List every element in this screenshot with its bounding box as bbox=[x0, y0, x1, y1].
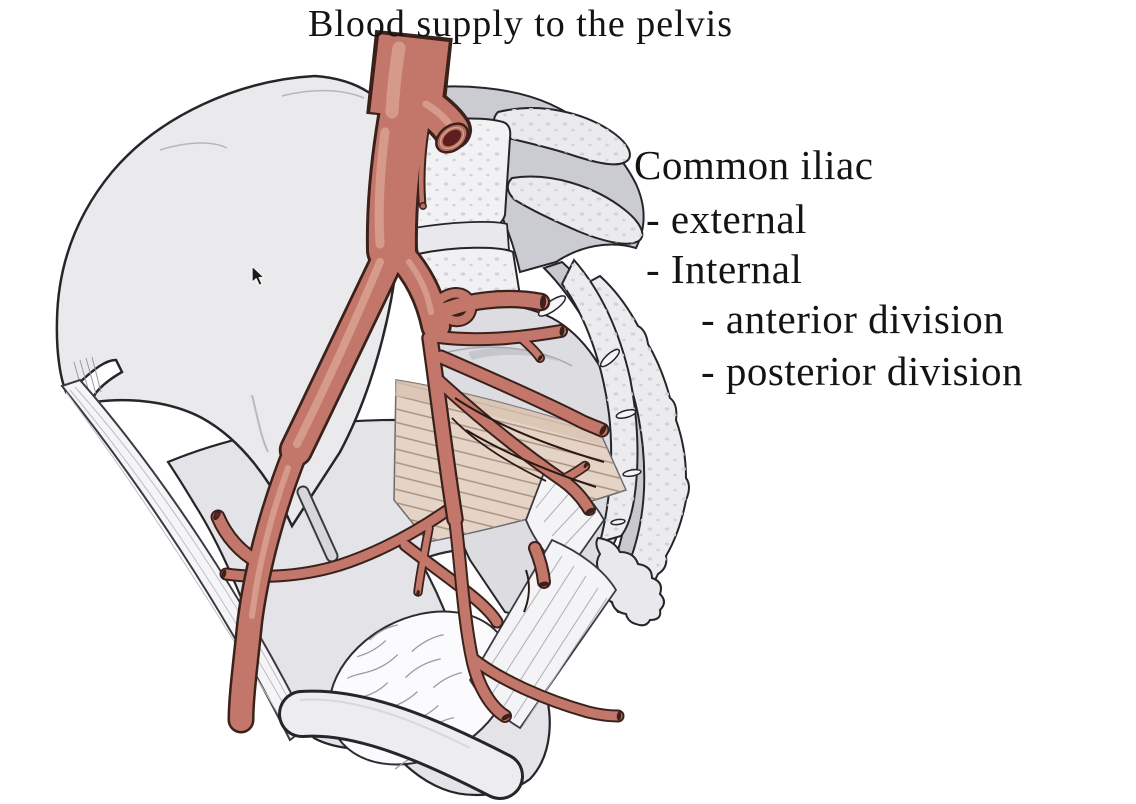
deep-circumflex-stub bbox=[212, 511, 264, 568]
superior-gluteal-artery bbox=[429, 292, 548, 321]
lateral-sacral-artery bbox=[434, 326, 566, 345]
annotation-common-iliac: Common iliac bbox=[634, 142, 874, 188]
cut-vessel-lumen bbox=[419, 122, 469, 210]
nerve-branches bbox=[451, 397, 605, 613]
cut-branch-stub bbox=[530, 543, 549, 587]
annotation-anterior-division: - anterior division bbox=[701, 296, 1005, 342]
annotation-external: - external bbox=[646, 196, 807, 242]
internal-pudendal-artery bbox=[467, 653, 623, 721]
common-iliac-artery bbox=[368, 89, 427, 273]
anterior-division-branch bbox=[434, 376, 594, 514]
posterior-division-branch bbox=[435, 351, 608, 436]
artery-highlights bbox=[249, 41, 453, 619]
annotation-posterior-division: - posterior division bbox=[701, 348, 1024, 394]
stub-lumen bbox=[215, 512, 219, 518]
psoas-tendon-stub bbox=[296, 485, 339, 563]
cut-vessel-caps bbox=[213, 295, 622, 721]
arteries bbox=[210, 29, 625, 734]
annotation-internal: - Internal bbox=[646, 246, 803, 292]
ischiopubic-ramus-bone bbox=[278, 689, 524, 800]
mouse-cursor[interactable] bbox=[251, 265, 265, 287]
descending-trunk bbox=[423, 331, 462, 526]
median-sacral-artery bbox=[419, 112, 431, 206]
diagram-title: Blood supply to the pelvis bbox=[308, 3, 733, 45]
inferior-gluteal-artery bbox=[450, 514, 510, 721]
